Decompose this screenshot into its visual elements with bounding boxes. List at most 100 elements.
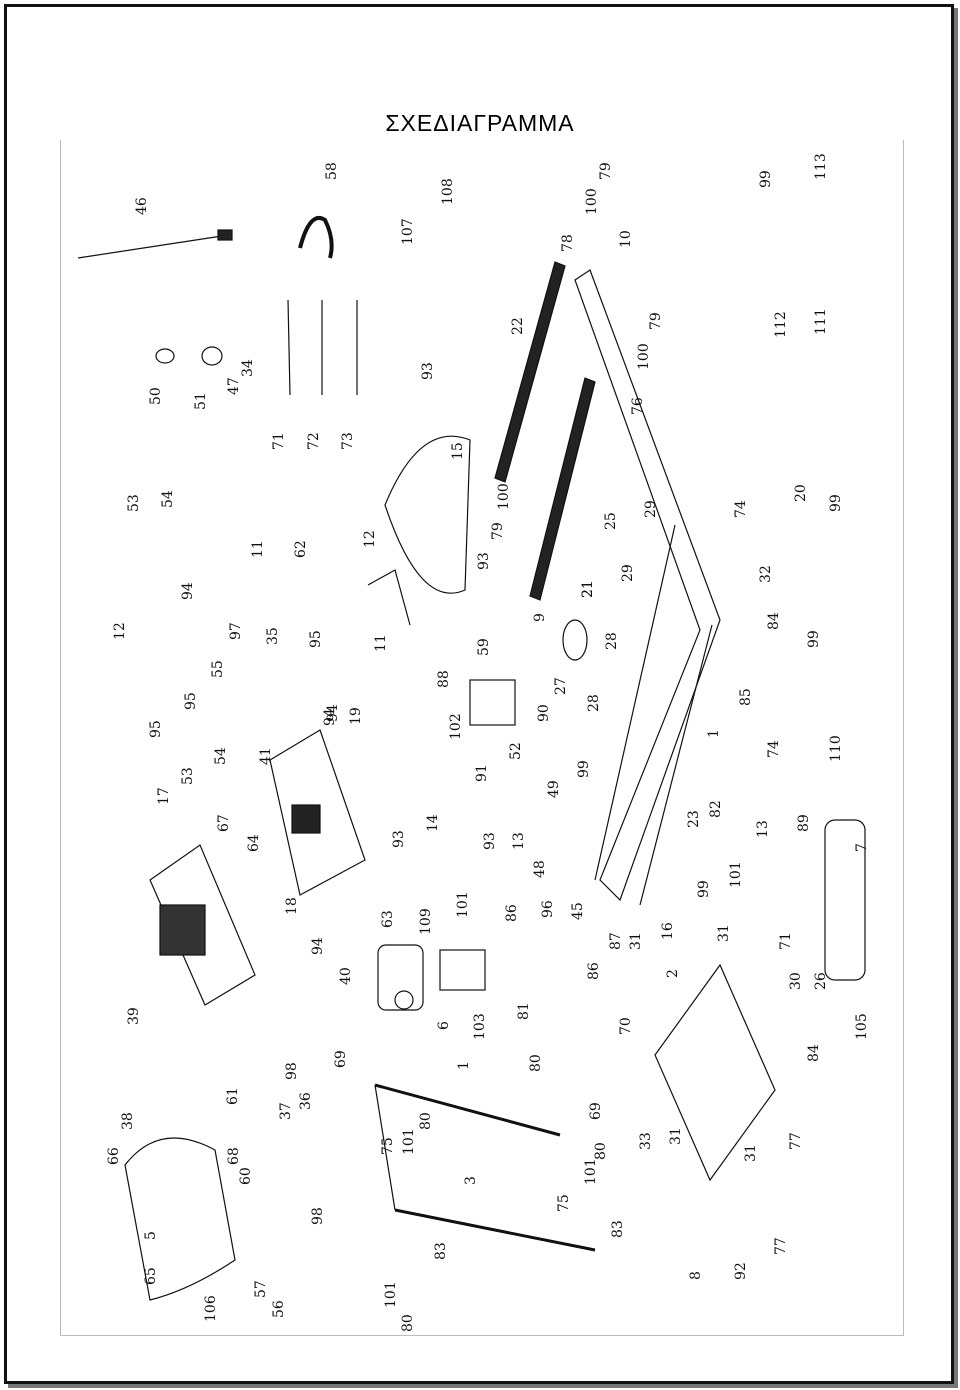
- part-label: 45: [570, 902, 586, 920]
- wrench-part: [367, 569, 411, 626]
- part-label: 36: [298, 1092, 314, 1110]
- part-label: 78: [560, 234, 576, 252]
- part-label: 86: [504, 904, 520, 922]
- upright-part: [394, 1208, 596, 1252]
- part-label: 101: [455, 891, 471, 918]
- part-label: 80: [418, 1112, 434, 1130]
- part-label: 29: [643, 500, 659, 518]
- part-label: 31: [668, 1127, 684, 1145]
- cable-part: [77, 235, 223, 259]
- part-label: 7: [854, 843, 870, 852]
- part-label: 94: [322, 708, 338, 726]
- part-label: 64: [246, 834, 262, 852]
- part-label: 71: [271, 432, 287, 450]
- part-label: 106: [203, 1295, 219, 1322]
- side-rail-part: [529, 377, 596, 601]
- motor-pulley: [394, 990, 414, 1010]
- part-label: 10: [618, 230, 634, 248]
- part-label: 53: [180, 767, 196, 785]
- part-label: 11: [250, 540, 266, 558]
- part-label: 2: [665, 969, 681, 978]
- part-label: 107: [400, 218, 416, 245]
- part-label: 83: [433, 1242, 449, 1260]
- part-label: 92: [733, 1262, 749, 1280]
- part-label: 93: [391, 830, 407, 848]
- part-label: 40: [338, 967, 354, 985]
- base-frame-part: [654, 963, 776, 1182]
- part-label: 74: [733, 500, 749, 518]
- part-label: 38: [120, 1112, 136, 1130]
- part-label: 59: [476, 638, 492, 656]
- part-label: 56: [271, 1300, 287, 1318]
- part-label: 101: [383, 1281, 399, 1308]
- part-label: 95: [183, 692, 199, 710]
- part-label: 94: [180, 582, 196, 600]
- roller-part: [201, 346, 223, 366]
- part-label: 39: [126, 1007, 142, 1025]
- part-label: 96: [540, 900, 556, 918]
- part-label: 91: [474, 764, 490, 782]
- part-label: 27: [553, 677, 569, 695]
- part-label: 57: [253, 1280, 269, 1298]
- part-label: 53: [126, 494, 142, 512]
- part-label: 34: [240, 359, 256, 377]
- part-label: 99: [806, 630, 822, 648]
- rear-roller-part: [824, 819, 866, 981]
- part-label: 48: [532, 860, 548, 878]
- part-label: 103: [472, 1013, 488, 1040]
- part-label: 21: [580, 580, 596, 598]
- wire-part: [287, 299, 291, 396]
- part-label: 6: [436, 1021, 452, 1030]
- part-label: 62: [293, 540, 309, 558]
- part-label: 20: [793, 484, 809, 502]
- part-label: 14: [425, 814, 441, 832]
- handle-frame-part: [124, 1137, 236, 1301]
- frame-rail: [639, 624, 713, 906]
- safety-key-part: [298, 216, 334, 259]
- part-label: 68: [226, 1147, 242, 1165]
- part-label: 58: [324, 162, 340, 180]
- part-label: 77: [773, 1237, 789, 1255]
- part-label: 85: [738, 688, 754, 706]
- part-label: 100: [496, 483, 512, 510]
- part-label: 9: [532, 613, 548, 622]
- part-label: 67: [216, 814, 232, 832]
- part-label: 79: [598, 162, 614, 180]
- part-label: 16: [660, 922, 676, 940]
- part-label: 28: [586, 694, 602, 712]
- part-label: 55: [210, 660, 226, 678]
- part-label: 101: [728, 861, 744, 888]
- part-label: 99: [576, 760, 592, 778]
- part-label: 65: [143, 1267, 159, 1285]
- part-label: 79: [490, 522, 506, 540]
- part-label: 28: [604, 632, 620, 650]
- part-label: 72: [306, 432, 322, 450]
- part-label: 73: [340, 432, 356, 450]
- part-label: 88: [436, 670, 452, 688]
- part-label: 8: [688, 1271, 704, 1280]
- part-label: 1: [456, 1061, 472, 1070]
- part-label: 81: [516, 1002, 532, 1020]
- part-label: 49: [546, 780, 562, 798]
- part-label: 109: [418, 908, 434, 935]
- part-label: 1: [706, 729, 722, 738]
- part-label: 63: [380, 910, 396, 928]
- part-label: 77: [788, 1132, 804, 1150]
- roller-part: [155, 348, 175, 364]
- part-label: 41: [258, 747, 274, 765]
- part-label: 102: [448, 713, 464, 740]
- part-label: 101: [583, 1158, 599, 1185]
- side-rail-part: [494, 261, 566, 483]
- part-label: 26: [813, 972, 829, 990]
- part-label: 83: [610, 1220, 626, 1238]
- part-label: 80: [528, 1054, 544, 1072]
- part-label: 19: [348, 707, 364, 725]
- part-label: 70: [618, 1017, 634, 1035]
- part-label: 113: [813, 153, 829, 180]
- part-label: 69: [588, 1102, 604, 1120]
- part-label: 15: [450, 442, 466, 460]
- part-label: 12: [112, 622, 128, 640]
- part-label: 52: [508, 742, 524, 760]
- plug-part: [217, 229, 233, 241]
